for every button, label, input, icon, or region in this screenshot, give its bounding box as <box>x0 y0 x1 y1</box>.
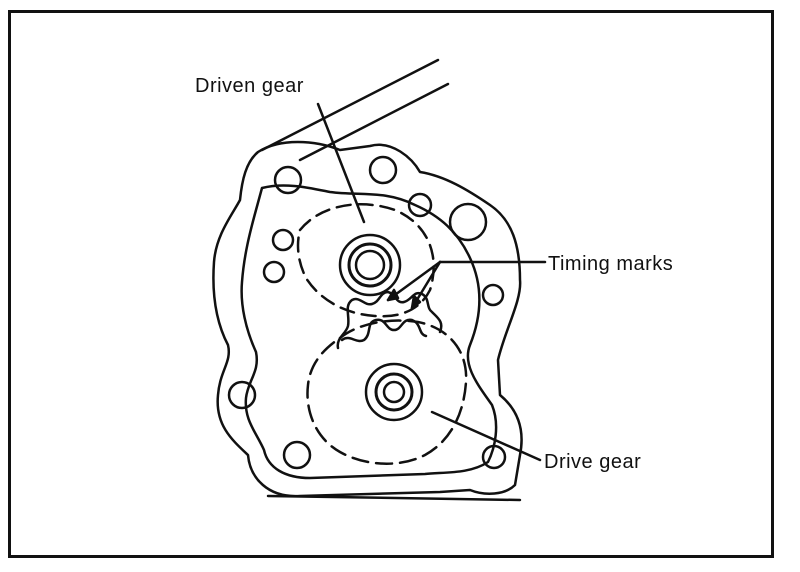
drive-gear <box>306 319 468 465</box>
pump-housing-outer <box>212 140 523 498</box>
bolt-holes <box>227 155 507 470</box>
driven-gear-leader <box>316 102 366 224</box>
diagram-frame <box>8 10 774 558</box>
tool-rod <box>260 58 450 162</box>
base-line <box>266 494 522 502</box>
drive-gear-leader <box>430 410 542 462</box>
timing-marks-label: Timing marks <box>548 253 674 275</box>
driven-gear <box>296 203 435 318</box>
pump-housing-inner <box>240 184 498 480</box>
gear-teeth-mesh <box>336 290 443 350</box>
timing-mark-arrows <box>386 260 547 310</box>
drive-gear-label: Drive gear <box>544 451 642 473</box>
driven-gear-label: Driven gear <box>195 75 304 97</box>
gear-teeth-lower <box>340 318 428 343</box>
